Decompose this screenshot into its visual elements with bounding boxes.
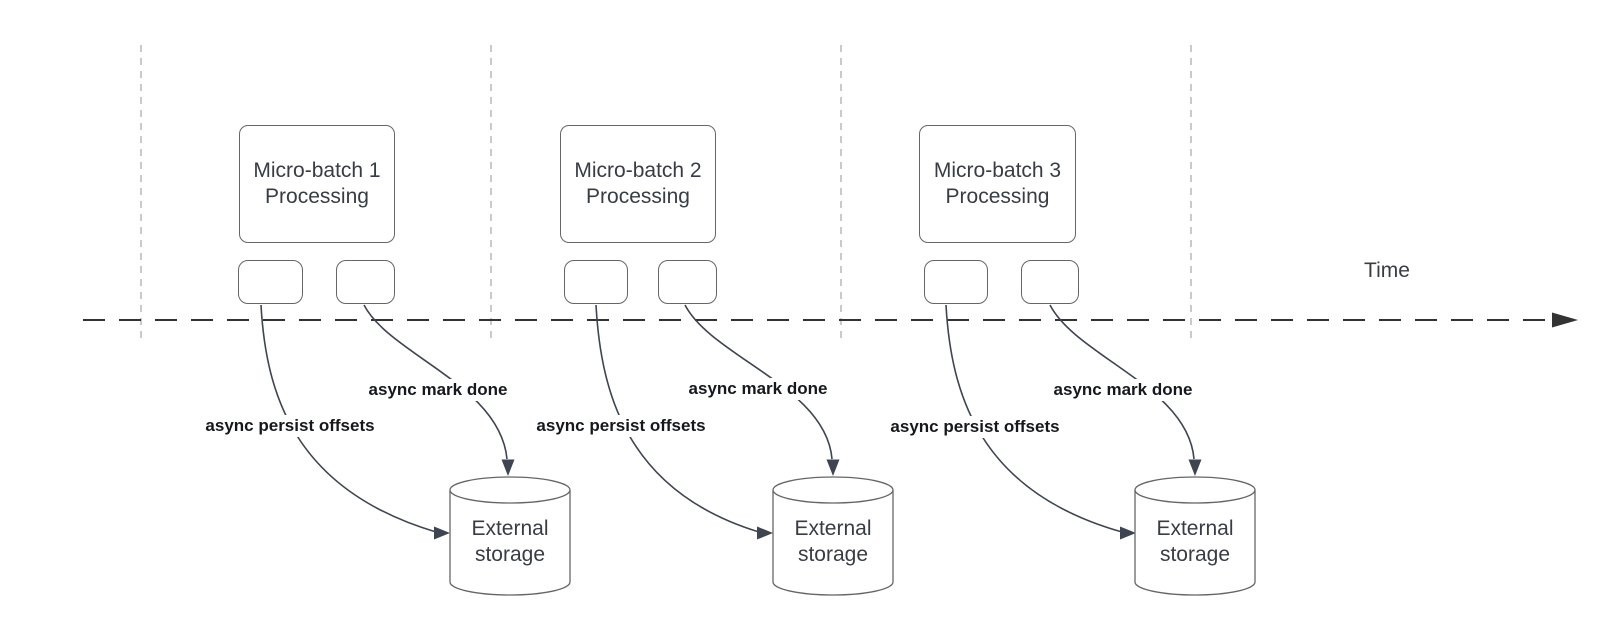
task-box-markdone-2	[658, 260, 717, 304]
arrowhead-persist-offsets-3-icon	[1120, 526, 1136, 540]
box-label-line1: Micro-batch 3	[933, 159, 1062, 182]
database-cylinder-icon-1	[449, 476, 571, 596]
box-label-line2: Processing	[265, 185, 369, 208]
mark-done-label-2: async mark done	[684, 378, 832, 400]
persist-offsets-label-3: async persist offsets	[886, 416, 1064, 438]
micro-batch-2-processing-box: Micro-batch 2 Processing	[560, 125, 716, 243]
micro-batch-3-processing-label: Micro-batch 3 Processing	[934, 158, 1061, 210]
arrow-mark-done-3	[1049, 304, 1195, 460]
persist-offsets-label-1: async persist offsets	[201, 415, 379, 437]
task-box-persist-2	[564, 260, 628, 304]
vertical-gridlines	[140, 45, 1192, 338]
cylinder-1-top	[449, 476, 571, 504]
cylinder-2-body	[772, 490, 894, 596]
task-box-markdone-1	[336, 260, 395, 304]
cylinder-1-body	[449, 490, 571, 596]
arrowhead-mark-done-1-icon	[501, 459, 515, 476]
task-box-persist-1	[238, 260, 303, 304]
micro-batch-2-processing-label: Micro-batch 2 Processing	[574, 158, 701, 210]
storage-label-line2: storage	[474, 543, 546, 566]
box-label-line2: Processing	[945, 185, 1050, 208]
box-label-line1: Micro-batch 1	[253, 159, 381, 182]
micro-batch-3-processing-box: Micro-batch 3 Processing	[919, 125, 1076, 243]
mark-done-label-3: async mark done	[1049, 379, 1197, 401]
cylinder-3-top	[1134, 476, 1256, 504]
storage-label-line1: External	[471, 517, 549, 540]
database-cylinder-icon-3	[1134, 476, 1256, 596]
cylinder-2-top	[772, 476, 894, 504]
cylinder-3-body	[1134, 490, 1256, 596]
external-storage-label-2: External storage	[763, 516, 903, 568]
arrow-persist-offsets-2	[595, 304, 760, 533]
persist-offsets-label-2: async persist offsets	[532, 415, 710, 437]
micro-batch-1-processing-label: Micro-batch 1 Processing	[253, 158, 380, 210]
box-label-line1: Micro-batch 2	[574, 159, 702, 182]
storage-label-line1: External	[794, 517, 872, 540]
storage-label-line1: External	[1156, 517, 1234, 540]
arrowhead-mark-done-3-icon	[1188, 459, 1202, 476]
time-axis	[83, 312, 1578, 328]
arrow-mark-done-2	[684, 304, 833, 460]
flow-arrowheads	[434, 459, 1202, 540]
arrowhead-persist-offsets-1-icon	[434, 526, 450, 540]
task-box-persist-3	[924, 260, 988, 304]
time-axis-label: Time	[1364, 259, 1410, 282]
external-storage-label-3: External storage	[1125, 516, 1265, 568]
external-storage-label-1: External storage	[440, 516, 580, 568]
task-box-markdone-3	[1021, 260, 1079, 304]
database-cylinder-icon-2	[772, 476, 894, 596]
micro-batch-1-processing-box: Micro-batch 1 Processing	[239, 125, 395, 243]
arrow-mark-done-1	[363, 304, 508, 460]
storage-cylinders	[449, 476, 1256, 596]
arrowhead-persist-offsets-2-icon	[757, 526, 773, 540]
storage-label-line2: storage	[1159, 543, 1231, 566]
box-label-line2: Processing	[586, 185, 690, 208]
storage-label-line2: storage	[797, 543, 869, 566]
arrowhead-mark-done-2-icon	[826, 459, 840, 476]
mark-done-label-1: async mark done	[364, 379, 512, 401]
time-axis-arrowhead-icon	[1552, 312, 1578, 328]
flow-arrows	[260, 304, 1195, 533]
